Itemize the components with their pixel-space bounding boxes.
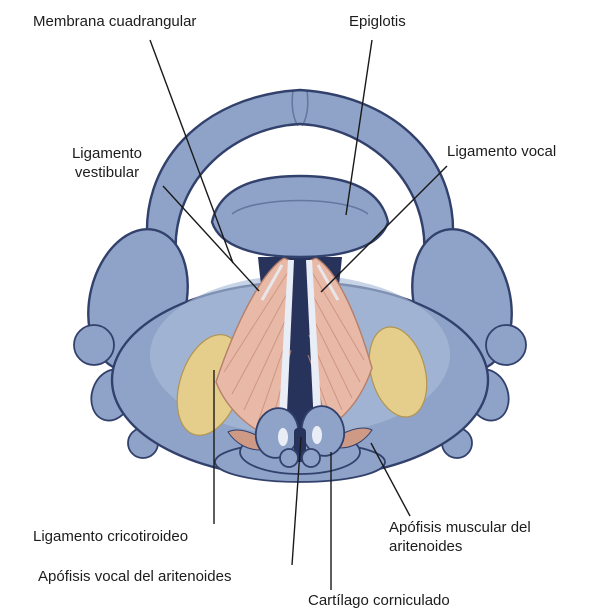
leader-ligamento-vestibular	[162, 185, 260, 292]
right-tubercle	[485, 324, 527, 366]
muscular-process-left	[227, 429, 261, 451]
vestibular-ligament-right	[316, 264, 340, 301]
corniculate-left	[279, 448, 299, 468]
label-membrana-cuadrangular: Membrana cuadrangular	[33, 13, 197, 30]
muscular-process-right	[339, 427, 373, 449]
vocal-process-right	[312, 426, 322, 444]
leader-ligamento-vocal	[320, 165, 448, 293]
leader-apofisis-muscular	[370, 442, 411, 517]
label-apofisis-vocal: Apófisis vocal del aritenoides	[38, 568, 232, 585]
superior-notch	[291, 89, 309, 127]
label-ligamento-vestibular: Ligamento vestibular	[71, 145, 143, 182]
right-paraglottic-pad	[368, 326, 428, 418]
label-ligamento-cricotiroideo: Ligamento cricotiroideo	[33, 528, 189, 545]
leader-membrana-cuadrangular	[149, 39, 234, 264]
leader-apofisis-vocal	[291, 436, 302, 566]
leader-epiglotis	[345, 39, 373, 216]
vocal-process-left	[278, 428, 288, 446]
label-apofisis-muscular: Apófisis muscular del aritenoides	[389, 519, 531, 556]
vocal-ligament-right	[306, 260, 322, 426]
vestibular-ligament-left	[260, 264, 284, 301]
label-cartilago-corniculado-partial: Cartílago corniculado	[308, 592, 450, 609]
leader-lines	[149, 39, 448, 590]
label-epiglotis: Epiglotis	[349, 13, 406, 30]
label-ligamento-vocal: Ligamento vocal	[447, 143, 557, 160]
vocal-ligament-left	[278, 260, 294, 434]
corniculate-right	[301, 448, 321, 468]
epiglottis-shape	[210, 174, 390, 259]
epiglottis-shading	[231, 199, 369, 215]
left-tubercle	[73, 324, 115, 366]
